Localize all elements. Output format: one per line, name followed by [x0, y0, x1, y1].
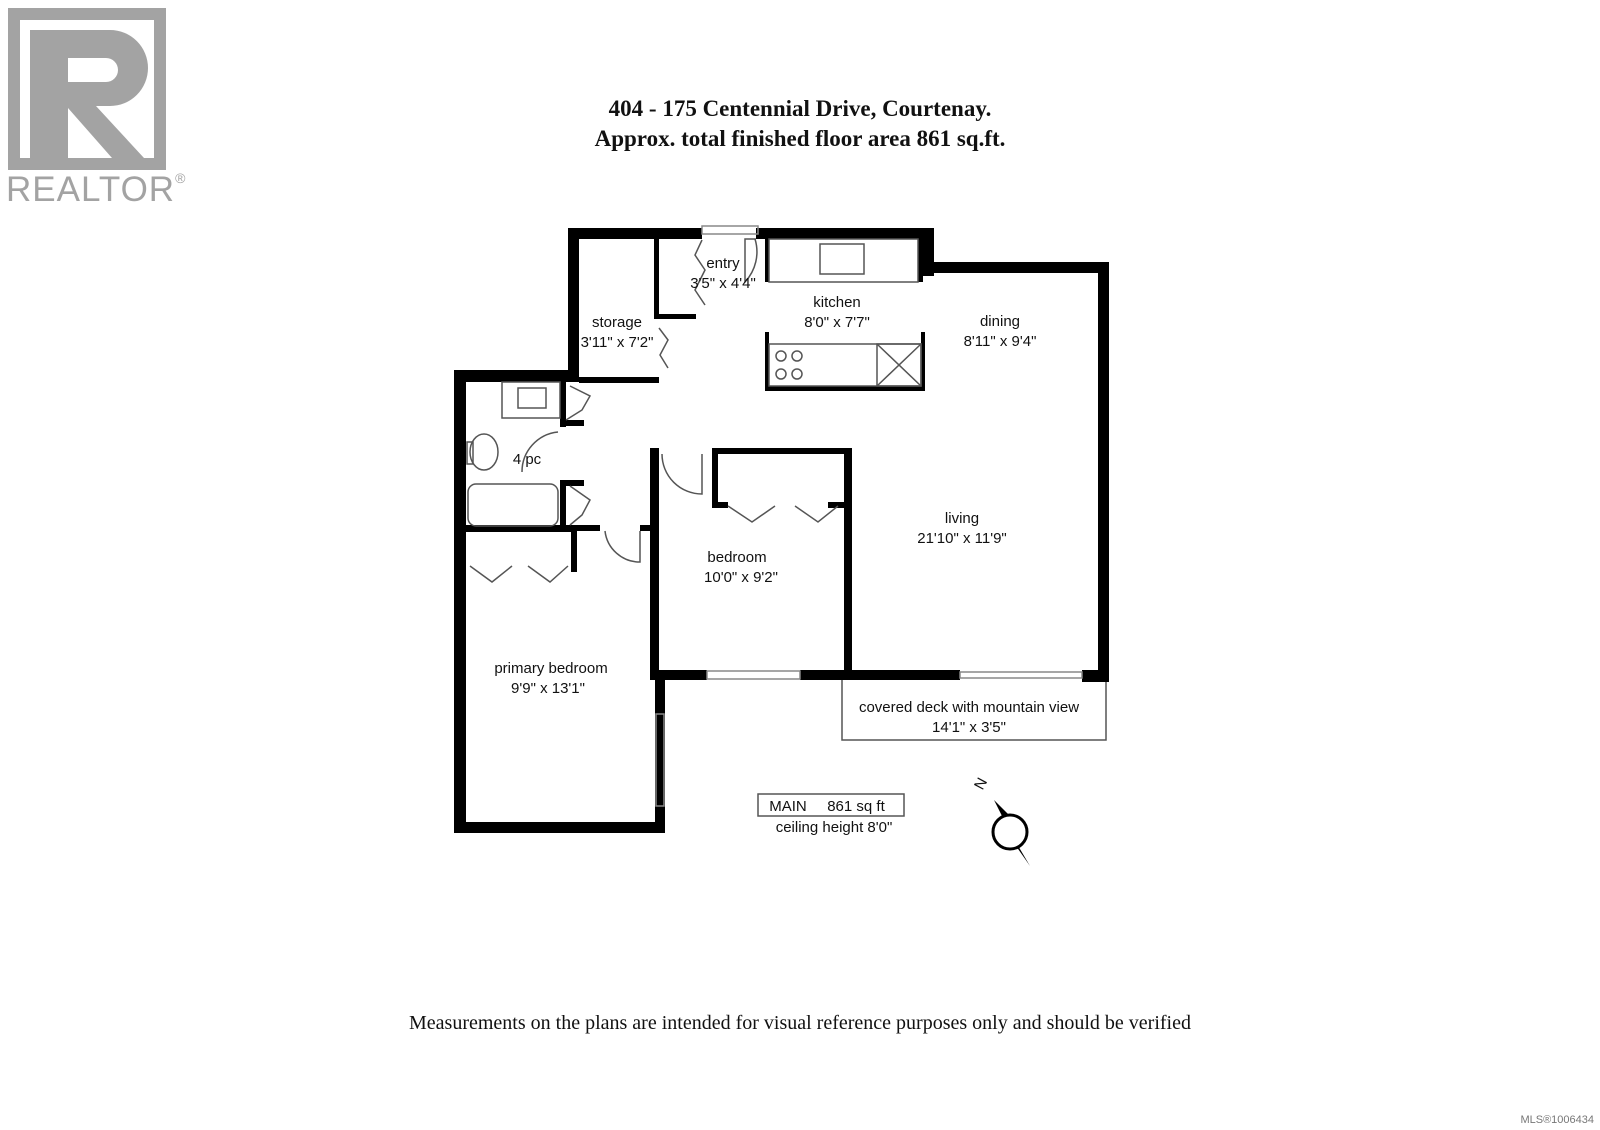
kitchen-size: 8'0" x 7'7" — [804, 314, 870, 331]
bedroom-name: bedroom — [707, 549, 766, 566]
primary-bedroom-name: primary bedroom — [494, 660, 607, 677]
realtor-r-logo-icon — [8, 8, 166, 170]
room-labels: entry 3'5" x 4'4" storage 3'11" x 7'2" k… — [494, 255, 1079, 836]
realtor-logo — [8, 8, 166, 175]
bathtub-icon — [467, 483, 559, 527]
deck-name: covered deck with mountain view — [859, 699, 1079, 716]
dining-name: dining — [980, 313, 1020, 330]
doors — [469, 238, 839, 583]
burner-icon — [775, 350, 787, 362]
address-title: 404 - 175 Centennial Drive, Courtenay. — [608, 96, 992, 121]
entry-size: 3'5" x 4'4" — [690, 275, 756, 292]
bath-name: 4 pc — [513, 451, 542, 468]
kitchen-sink — [819, 243, 865, 275]
kitchen-name: kitchen — [813, 294, 861, 311]
dining-size: 8'11" x 9'4" — [964, 333, 1037, 350]
registered-mark: ® — [175, 170, 187, 186]
windows — [655, 225, 1083, 807]
toilet-icon — [469, 433, 499, 471]
living-name: living — [945, 510, 979, 527]
summary-ceiling: ceiling height 8'0" — [776, 819, 893, 836]
fixtures — [466, 238, 1107, 817]
burner-icon — [775, 368, 787, 380]
compass-icon: N — [971, 775, 1046, 866]
disclaimer-text: Measurements on the plans are intended f… — [409, 1012, 1191, 1034]
summary-area: 861 sq ft — [827, 798, 885, 815]
storage-name: storage — [592, 314, 642, 331]
living-size: 21'10" x 11'9" — [917, 530, 1007, 547]
bath-vanity — [501, 381, 561, 419]
burner-icon — [791, 350, 803, 362]
realtor-wordmark: REALTOR® — [6, 170, 186, 210]
entry-name: entry — [706, 255, 740, 272]
realtor-text: REALTOR — [6, 170, 176, 209]
storage-size: 3'11" x 7'2" — [581, 334, 654, 351]
deck-size: 14'1" x 3'5" — [932, 719, 1006, 736]
floor-area-title: Approx. total finished floor area 861 sq… — [594, 126, 1006, 151]
primary-bedroom-size: 9'9" x 13'1" — [511, 680, 585, 697]
dishwasher — [876, 343, 922, 387]
burner-icon — [791, 368, 803, 380]
bedroom-size: 10'0" x 9'2" — [704, 569, 778, 586]
summary-level: MAIN — [769, 798, 807, 815]
compass-north-label: N — [971, 775, 991, 793]
walls — [454, 228, 1109, 833]
mls-number: MLS®1006434 — [1520, 1114, 1594, 1126]
